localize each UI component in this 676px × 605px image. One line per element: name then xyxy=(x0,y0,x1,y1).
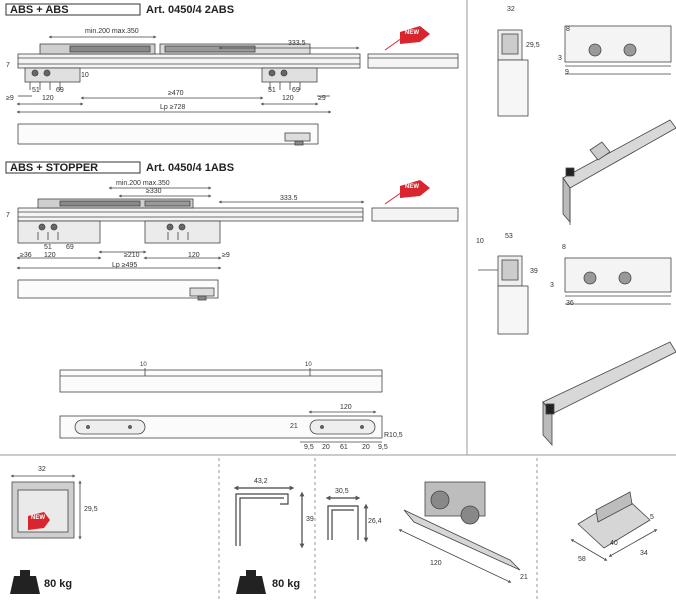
new-badge-icon xyxy=(384,26,430,51)
plate-3d-dim-40: 40 xyxy=(610,540,618,547)
dim-10: 10 xyxy=(81,72,89,79)
dim-470: ≥470 xyxy=(168,90,184,97)
profile-dim-29-5: 29,5 xyxy=(84,506,98,513)
plate-dim-9-5-left: 9,5 xyxy=(304,444,314,451)
plate-3d-dim-58: 58 xyxy=(578,556,586,563)
profile-section xyxy=(10,474,82,540)
bracket2-dim-36: 36 xyxy=(566,300,574,307)
channel-dim-43-2: 43,2 xyxy=(254,478,268,485)
dim-51-stopper: 51 xyxy=(44,244,52,251)
dim-9-right: ≥9 xyxy=(318,95,326,102)
section-header-boxes xyxy=(5,3,141,174)
channel-dim-39: 39 xyxy=(306,516,314,523)
profile-dim-32: 32 xyxy=(38,466,46,473)
carriage-dim-21: 21 xyxy=(520,574,528,581)
mounting-plate-3d xyxy=(570,491,658,561)
bracket2-dim-8: 8 xyxy=(562,244,566,251)
dim-69-right: 69 xyxy=(292,87,300,94)
dim-min-max: min.200 max.350 xyxy=(85,28,139,35)
dim-120-left: 120 xyxy=(42,95,54,102)
bracket-view-2 xyxy=(478,255,672,335)
dim-min-max-stopper: min.200 max.350 xyxy=(116,180,170,187)
plate-dim-20-right: 20 xyxy=(362,444,370,451)
bracket1-dim-8: 8 xyxy=(566,26,570,33)
dim-330: ≥330 xyxy=(146,188,162,195)
dim-51-left: 51 xyxy=(32,87,40,94)
abs-abs-drawing xyxy=(16,35,459,146)
new-badge-label: NEW xyxy=(31,515,45,521)
bracket1-dim-9: 9 xyxy=(565,69,569,76)
section-title-abs-stopper: ABS + STOPPER xyxy=(10,162,99,174)
small-channel-dim-30-5: 30,5 xyxy=(335,488,349,495)
dim-120-right: 120 xyxy=(282,95,294,102)
new-badge-label: NEW xyxy=(405,184,419,190)
plate-dim-10-right: 10 xyxy=(305,362,312,368)
plate-dim-21: 21 xyxy=(290,423,298,430)
channel-section xyxy=(233,485,305,549)
new-badge-label: NEW xyxy=(405,30,419,36)
plate-dim-20-left: 20 xyxy=(322,444,330,451)
plate-dim-r10-5: R10,5 xyxy=(384,432,403,439)
plate-drawing xyxy=(59,368,383,443)
weight-icon xyxy=(236,570,266,594)
dim-120-stopper-right: 120 xyxy=(188,252,200,259)
plate-dim-120: 120 xyxy=(340,404,352,411)
channel-weight: 80 kg xyxy=(272,578,301,590)
bracket2-dim-10: 10 xyxy=(476,238,484,245)
dim-51-right: 51 xyxy=(268,87,276,94)
article-number-abs-abs: Art. 0450/4 2ABS xyxy=(146,4,235,16)
plate-dim-61: 61 xyxy=(340,444,348,451)
small-channel-dim-26-4: 26,4 xyxy=(368,518,382,525)
dim-120-stopper-left: 120 xyxy=(44,252,56,259)
abs-stopper-drawing xyxy=(16,186,459,301)
new-badge-icon xyxy=(384,180,430,205)
bracket1-dim-32: 32 xyxy=(507,6,515,13)
carriage-dim-120: 120 xyxy=(430,560,442,567)
dim-9-left: ≥9 xyxy=(6,95,14,102)
dim-lp-728: Lp ≥728 xyxy=(160,104,186,111)
plate-dim-9-5-right: 9,5 xyxy=(378,444,388,451)
dim-69-left: 69 xyxy=(56,87,64,94)
dim-210: ≥210 xyxy=(124,252,140,259)
dim-333-5: 333.5 xyxy=(288,40,306,47)
dim-7: 7 xyxy=(6,62,10,69)
article-number-abs-stopper: Art. 0450/4 1ABS xyxy=(146,162,235,174)
small-channel-section xyxy=(325,495,369,543)
rail-perspective-2 xyxy=(542,341,676,447)
dim-69-stopper: 69 xyxy=(66,244,74,251)
bracket2-dim-3: 3 xyxy=(550,282,554,289)
plate-3d-dim-34: 34 xyxy=(640,550,648,557)
dim-333-5-stopper: 333.5 xyxy=(280,195,298,202)
bracket2-dim-53: 53 xyxy=(505,233,513,240)
bracket-view-1 xyxy=(497,25,672,117)
plate-3d-dim-5: 5 xyxy=(650,514,654,521)
plate-dim-10-left: 10 xyxy=(140,362,147,368)
section-title-abs-abs: ABS + ABS xyxy=(10,4,69,16)
carriage-3d xyxy=(398,481,521,583)
dim-lp-495: Lp ≥495 xyxy=(112,262,138,269)
new-badge-icon xyxy=(28,512,50,530)
dim-9-stopper: ≥9 xyxy=(222,252,230,259)
profile-weight: 80 kg xyxy=(44,578,73,590)
rail-perspective-1 xyxy=(562,119,676,225)
bracket2-dim-39: 39 xyxy=(530,268,538,275)
dim-7-stopper: 7 xyxy=(6,212,10,219)
bracket1-dim-29-5: 29,5 xyxy=(526,42,540,49)
weight-icon xyxy=(10,570,40,594)
bracket1-dim-3: 3 xyxy=(558,55,562,62)
dim-36: ≥36 xyxy=(20,252,32,259)
